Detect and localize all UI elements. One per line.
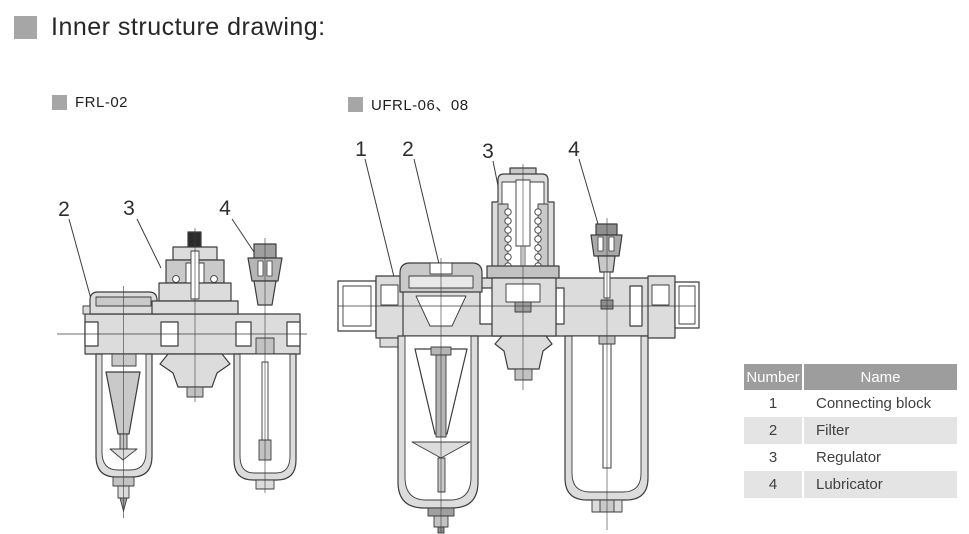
header-number: Number xyxy=(744,364,802,390)
callout-1: 1 xyxy=(355,138,367,161)
ufrl-lubricator xyxy=(564,218,649,530)
callout-2: 2 xyxy=(58,198,70,221)
title-bullet-icon xyxy=(14,16,37,39)
row-name: Filter xyxy=(804,417,957,444)
row-number: 1 xyxy=(768,395,778,412)
ufrl-connecting-block-left xyxy=(337,275,404,348)
row-name: Connecting block xyxy=(816,395,932,412)
ufrl-connecting-block-right xyxy=(647,275,700,339)
callout-4: 4 xyxy=(219,197,231,220)
label-ufrl-text: UFRL-06、08 xyxy=(371,97,469,114)
ufrl-drawing: 1 2 3 4 xyxy=(337,138,700,534)
page-header: Inner structure drawing: xyxy=(14,13,326,42)
label-frl02-text: FRL-02 xyxy=(75,94,129,111)
row-name: Lubricator xyxy=(804,471,957,498)
label-ufrl: UFRL-06、08 xyxy=(348,94,469,115)
square-bullet-icon xyxy=(52,95,67,110)
row-name: Regulator xyxy=(816,449,882,466)
frl02-filter xyxy=(82,286,165,518)
callout-4: 4 xyxy=(568,138,580,161)
table-row: 1 Connecting block xyxy=(744,390,957,417)
row-number: 4 xyxy=(744,471,802,498)
frl02-lubricator xyxy=(233,238,297,493)
row-divider xyxy=(802,444,804,471)
square-bullet-icon xyxy=(348,97,363,112)
callout-3: 3 xyxy=(123,197,135,220)
callout-3: 3 xyxy=(482,140,494,163)
header-name: Name xyxy=(804,364,957,390)
frl02-drawing: 2 3 4 xyxy=(57,197,307,518)
ufrl-filter xyxy=(397,258,483,534)
table-row: 4 Lubricator xyxy=(744,471,957,498)
table-row: 3 Regulator xyxy=(744,444,957,471)
table-row: 2 Filter xyxy=(744,417,957,444)
row-divider xyxy=(802,471,804,498)
ufrl-regulator xyxy=(486,164,560,390)
parts-table: Number Name 1 Connecting block 2 Filter … xyxy=(744,364,957,498)
row-divider xyxy=(802,417,804,444)
label-frl02: FRL-02 xyxy=(52,94,128,111)
frl02-regulator xyxy=(151,228,239,402)
header-divider xyxy=(802,364,804,390)
ufrl-callouts: 1 2 3 4 xyxy=(355,138,604,286)
row-number: 2 xyxy=(744,417,802,444)
row-number: 3 xyxy=(768,449,778,466)
row-divider xyxy=(802,390,804,417)
parts-table-header: Number Name xyxy=(744,364,957,390)
callout-2: 2 xyxy=(402,138,414,161)
page-title: Inner structure drawing: xyxy=(51,13,326,41)
